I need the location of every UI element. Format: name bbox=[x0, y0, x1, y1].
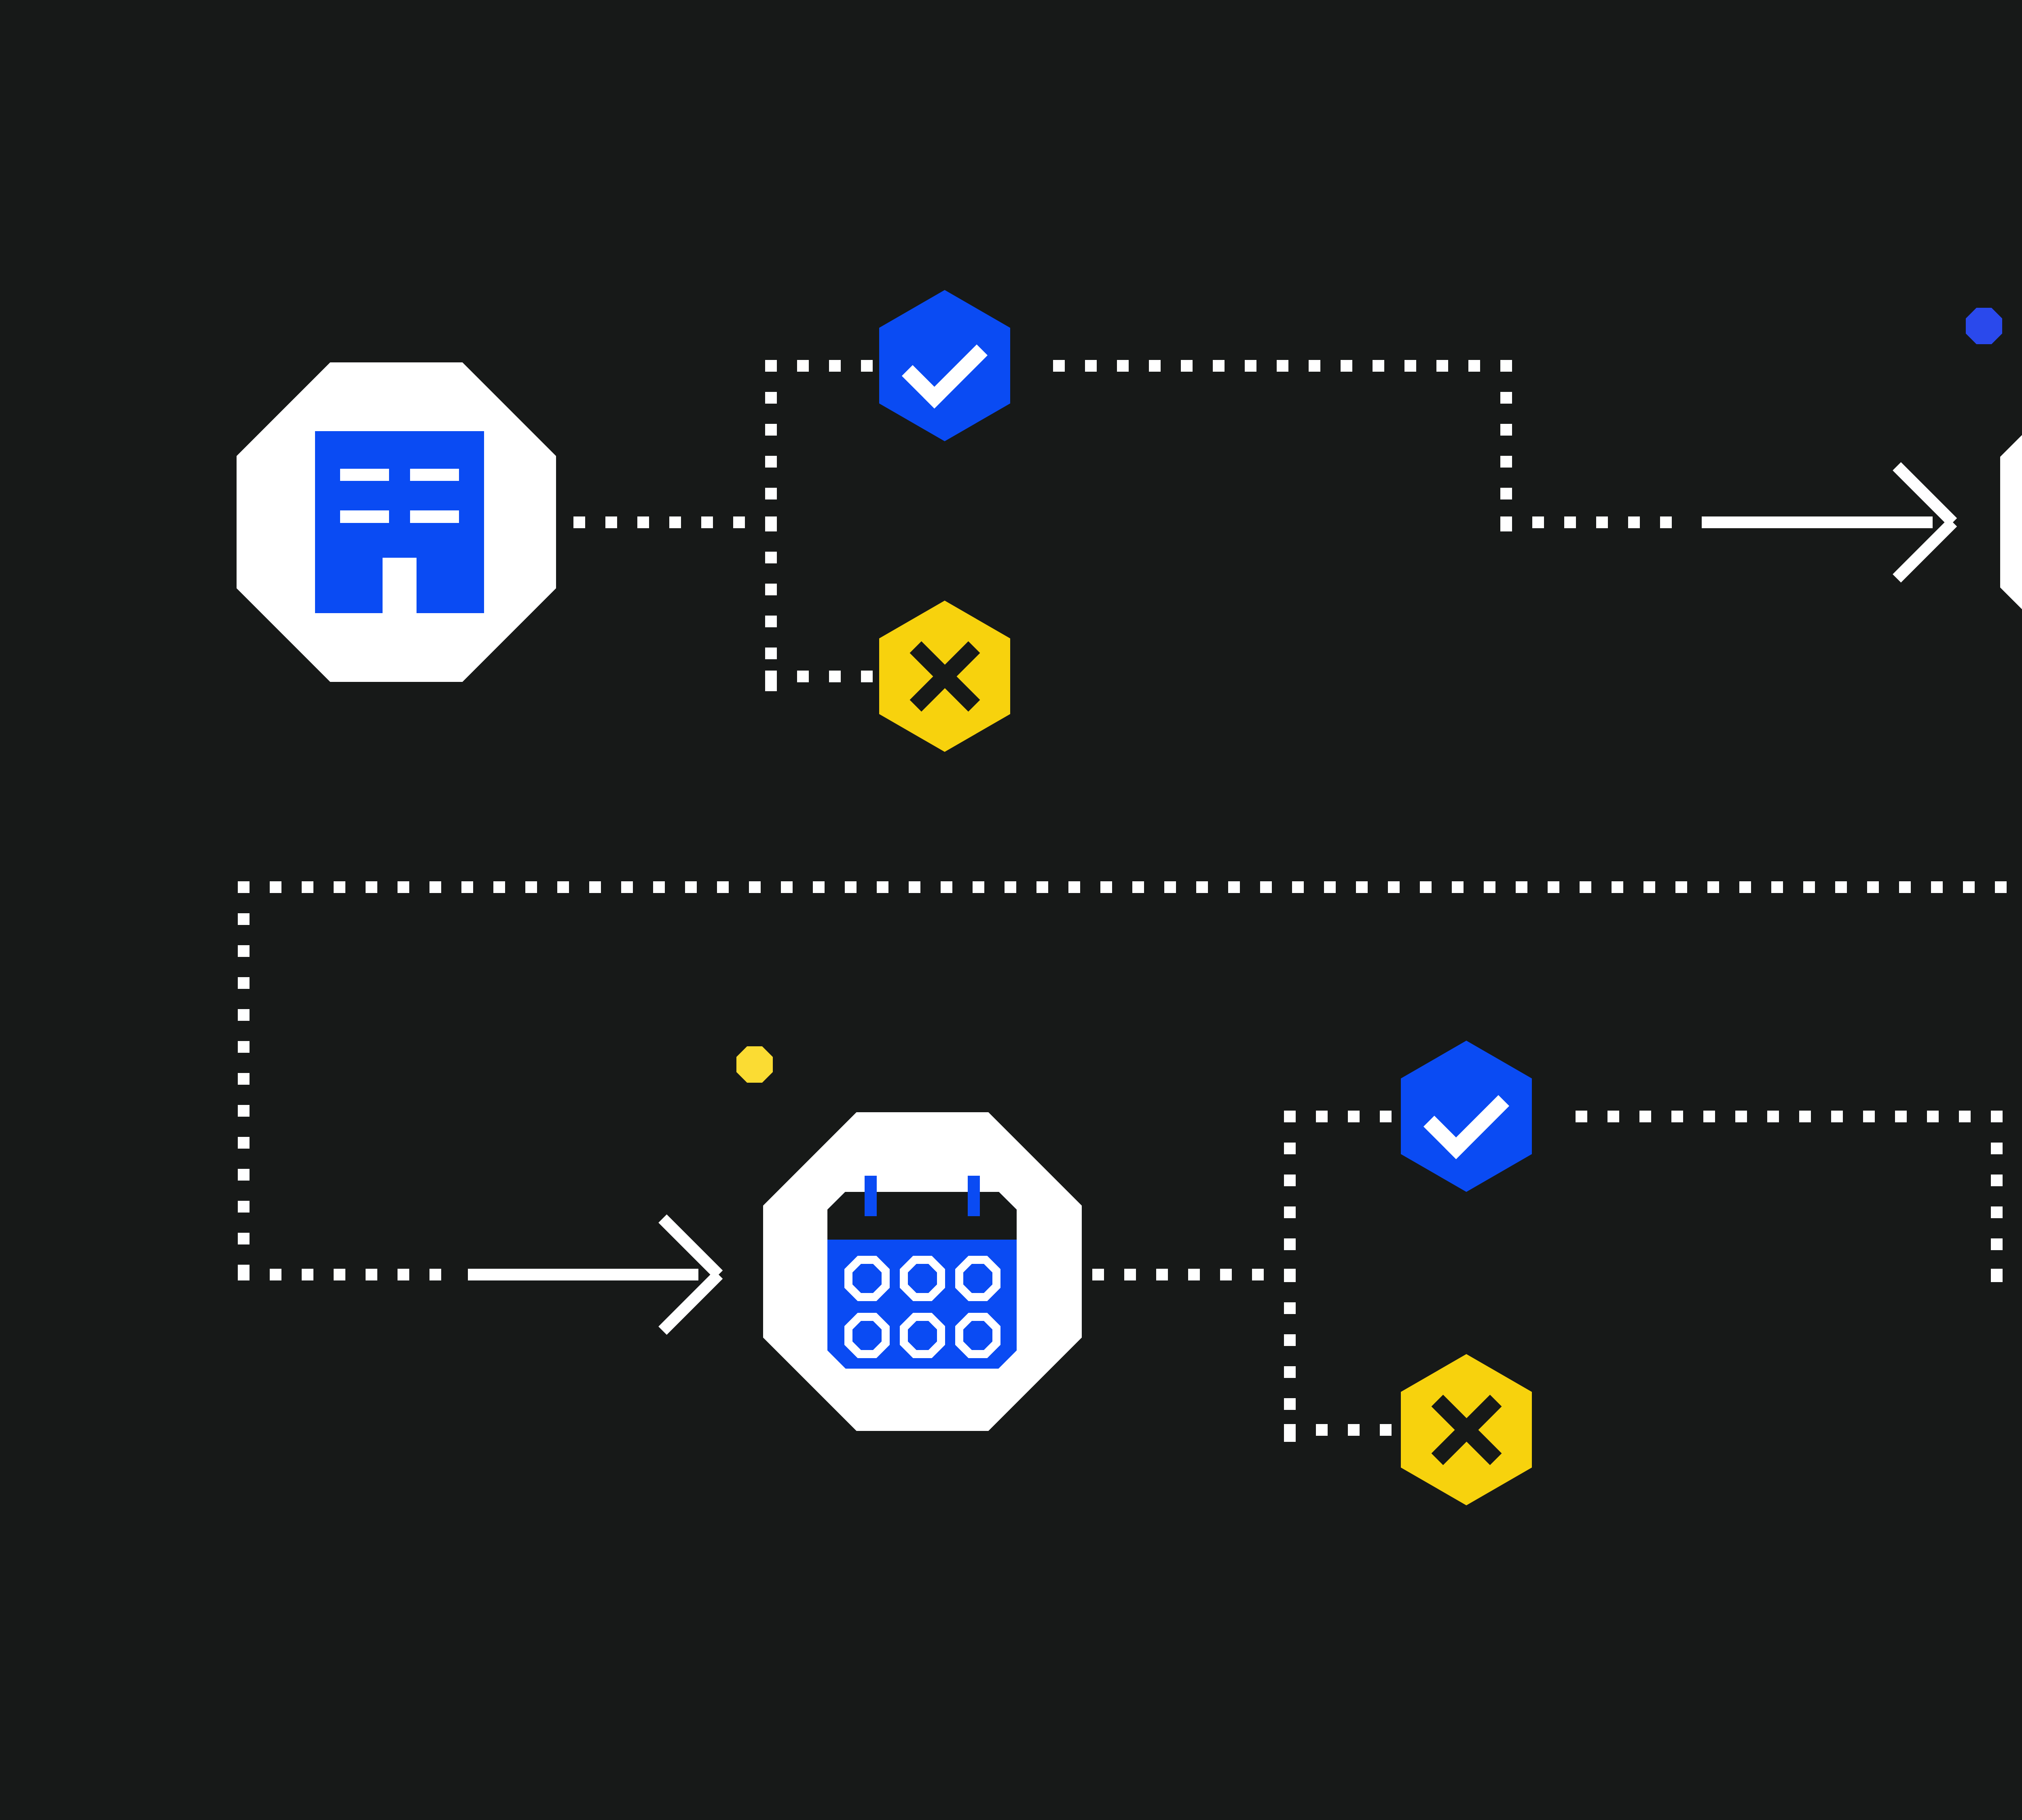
connector-branch1-to-x bbox=[765, 671, 873, 682]
calendar-header bbox=[827, 1192, 1017, 1240]
calendar-day bbox=[955, 1313, 1000, 1358]
badge-reject-3 bbox=[1401, 1354, 1532, 1505]
connector-company-out bbox=[573, 516, 777, 528]
building-icon bbox=[315, 431, 484, 613]
check-icon bbox=[1423, 1073, 1510, 1160]
connector-branch3-vertical bbox=[1284, 1111, 1296, 1442]
building-door bbox=[383, 558, 417, 613]
calendar-day bbox=[844, 1256, 890, 1301]
connector-check1-out bbox=[1053, 360, 1512, 372]
calendar-day bbox=[955, 1256, 1000, 1301]
calendar-binder-tab bbox=[968, 1176, 980, 1216]
connector-check3-out bbox=[1576, 1111, 2003, 1122]
decor-dot-yellow bbox=[736, 1046, 773, 1083]
connector-drop1-vertical bbox=[1500, 360, 1512, 531]
connector-to-arrow3 bbox=[1991, 1269, 2022, 1280]
connector-drop3-vertical bbox=[1991, 1111, 2003, 1282]
calendar-day-inner bbox=[963, 1264, 992, 1293]
node-rating bbox=[2000, 364, 2022, 680]
calendar-binder-tab bbox=[865, 1176, 877, 1216]
calendar-day bbox=[900, 1256, 945, 1301]
building-window bbox=[410, 510, 459, 523]
arrow-shaft bbox=[1702, 516, 1933, 528]
calendar-icon bbox=[827, 1192, 1017, 1369]
check-icon bbox=[901, 322, 988, 409]
building-window bbox=[410, 469, 459, 481]
calendar-day-inner bbox=[963, 1321, 992, 1350]
connector-left-drop-vertical bbox=[238, 881, 250, 1276]
connector-calendar-out bbox=[1092, 1269, 1296, 1280]
calendar-day-inner bbox=[852, 1321, 882, 1350]
arrow-shaft bbox=[468, 1269, 698, 1280]
decor-dot-blue-top bbox=[1966, 308, 2002, 344]
connector-branch3-to-x bbox=[1284, 1424, 1392, 1436]
connector-to-arrow2 bbox=[238, 1269, 441, 1280]
badge-approve-1 bbox=[879, 290, 1010, 441]
building-window bbox=[340, 510, 389, 523]
calendar-day-inner bbox=[908, 1264, 937, 1293]
calendar-day-inner bbox=[852, 1264, 882, 1293]
connector-branch1-vertical bbox=[765, 360, 777, 691]
badge-approve-3 bbox=[1401, 1041, 1532, 1192]
calendar-day bbox=[844, 1313, 890, 1358]
connector-return-horizontal bbox=[238, 881, 2022, 893]
connector-branch1-to-check bbox=[765, 360, 873, 372]
connector-branch3-to-check bbox=[1284, 1111, 1392, 1122]
badge-reject-1 bbox=[879, 601, 1010, 752]
connector-to-arrow1 bbox=[1500, 516, 1672, 528]
building-window bbox=[340, 469, 389, 481]
calendar-day-inner bbox=[908, 1321, 937, 1350]
calendar-day bbox=[900, 1313, 945, 1358]
